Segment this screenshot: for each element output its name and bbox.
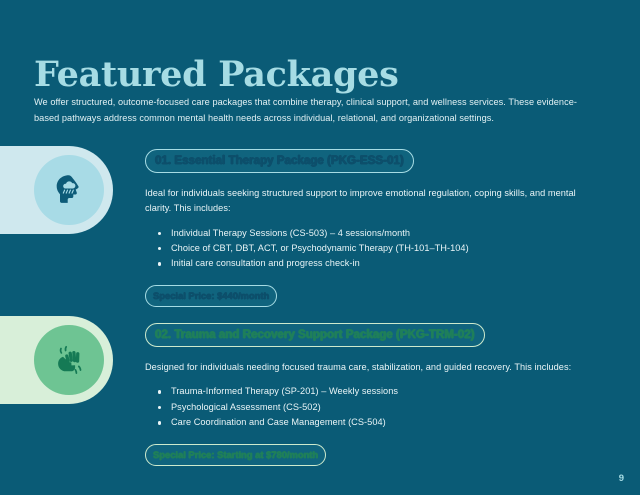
icon-panel-package-1	[0, 146, 113, 234]
package-2-description: Designed for individuals needing focused…	[145, 362, 572, 372]
list-item: Trauma-Informed Therapy (SP-201) – Weekl…	[145, 384, 597, 399]
icon-circle-package-2	[34, 325, 104, 395]
icon-circle-package-1	[34, 155, 104, 225]
package-1-feature-list: Individual Therapy Sessions (CS-503) – 4…	[145, 226, 597, 272]
raised-fist-icon	[49, 340, 89, 380]
package-1-description: Ideal for individuals seeking structured…	[145, 188, 576, 214]
page-number: 9	[618, 473, 624, 484]
page-subtitle: We offer structured, outcome-focused car…	[34, 97, 578, 123]
package-2-heading: 02. Trauma and Recovery Support Package …	[145, 323, 485, 347]
list-item: Initial care consultation and progress c…	[145, 256, 597, 271]
page-title: Featured Packages	[34, 54, 399, 96]
package-1-price-badge: Special Price: $440/month	[145, 284, 278, 307]
list-item: Psychological Assessment (CS-502)	[145, 400, 597, 415]
package-card-2: 02. Trauma and Recovery Support Package …	[145, 323, 597, 466]
list-item: Choice of CBT, DBT, ACT, or Psychodynami…	[145, 241, 597, 256]
head-with-rain-cloud-icon	[49, 170, 89, 210]
list-item: Care Coordination and Case Management (C…	[145, 415, 597, 430]
package-1-heading: 01. Essential Therapy Package (PKG-ESS-0…	[145, 149, 414, 173]
package-2-price-wrap: Special Price: Starting at $780/month	[145, 443, 597, 466]
list-item: Individual Therapy Sessions (CS-503) – 4…	[145, 226, 597, 241]
package-2-price-badge: Special Price: Starting at $780/month	[145, 443, 327, 466]
package-2-feature-list: Trauma-Informed Therapy (SP-201) – Weekl…	[145, 384, 597, 430]
package-card-1: 01. Essential Therapy Package (PKG-ESS-0…	[145, 149, 597, 307]
icon-panel-package-2	[0, 316, 113, 404]
package-1-price-wrap: Special Price: $440/month	[145, 284, 597, 307]
